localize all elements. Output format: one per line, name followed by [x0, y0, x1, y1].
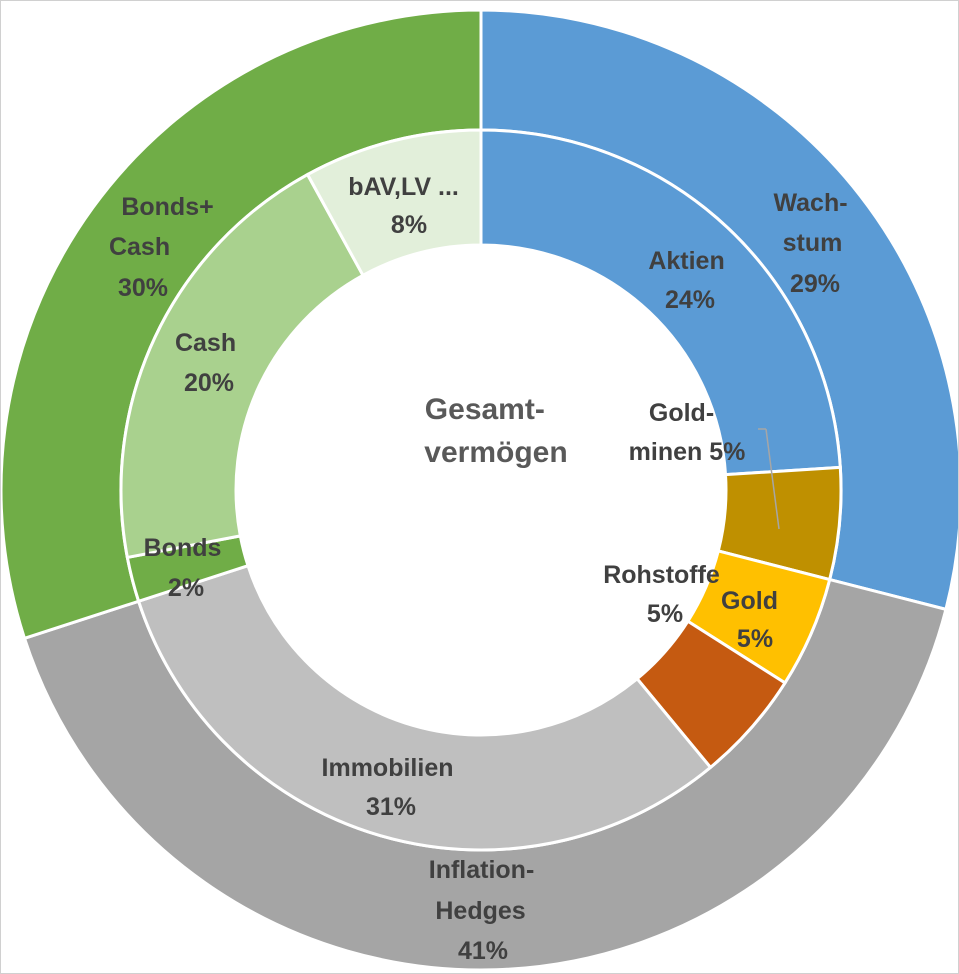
inner-slice-aktien [479, 128, 842, 477]
center-label: Gesamt- vermögen [424, 393, 567, 469]
label-aktien: Aktien 24% [648, 247, 731, 314]
inner-slice-immobilien [136, 563, 713, 852]
label-wachstum: Wach- stum 29% [773, 189, 854, 298]
label-bonds: Bonds 2% [144, 534, 229, 602]
inner-ring [119, 128, 843, 852]
label-gold: Gold 5% [721, 587, 785, 653]
center-label-line-2: vermögen [424, 436, 567, 469]
leader-line-goldminen [765, 428, 780, 530]
label-goldminen: Gold- minen 5% [629, 399, 746, 466]
label-cash: Cash 20% [175, 329, 243, 397]
inner-slice-bav-lv [305, 128, 483, 278]
label-rohstoffe: Rohstoffe 5% [603, 561, 727, 628]
inner-slice-cash [119, 172, 366, 560]
center-label-line-1: Gesamt- [425, 393, 545, 426]
label-bav-lv: bAV,LV ... 8% [348, 173, 466, 239]
label-inflation-hedges: Inflation- Hedges 41% [429, 856, 541, 965]
label-immobilien: Immobilien 31% [322, 754, 461, 821]
label-bonds-cash: Bonds+ Cash 30% [109, 193, 221, 302]
